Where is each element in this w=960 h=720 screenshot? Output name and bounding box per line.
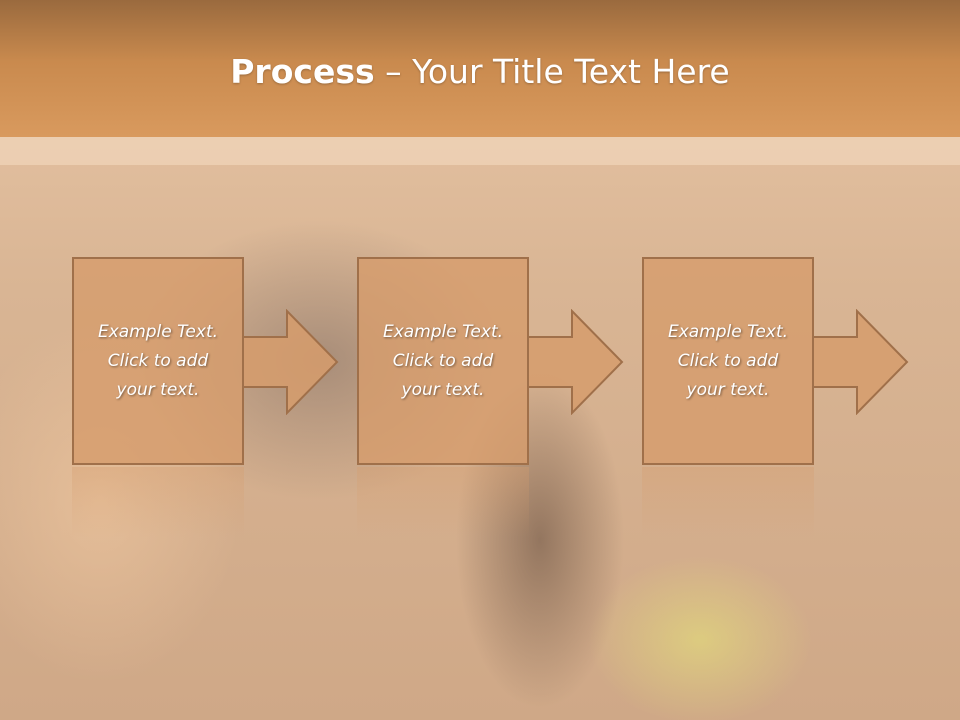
step-line: your text. bbox=[116, 379, 200, 400]
step-reflection-3 bbox=[642, 467, 814, 537]
arrow-right-icon bbox=[528, 309, 624, 415]
step-line: Example Text. bbox=[382, 321, 504, 342]
step-box-3[interactable]: Example Text. Click to add your text. bbox=[642, 257, 814, 465]
header-band bbox=[0, 135, 960, 165]
step-text-3: Example Text. Click to add your text. bbox=[653, 318, 803, 405]
step-text-2: Example Text. Click to add your text. bbox=[368, 318, 518, 405]
step-line: your text. bbox=[686, 379, 770, 400]
step-line: Click to add bbox=[107, 350, 209, 371]
title-rest: – Your Title Text Here bbox=[374, 52, 730, 91]
title-bar bbox=[0, 0, 960, 137]
step-line: Example Text. bbox=[667, 321, 789, 342]
step-text-1: Example Text. Click to add your text. bbox=[83, 318, 233, 405]
step-line: Click to add bbox=[677, 350, 779, 371]
step-line: Click to add bbox=[392, 350, 494, 371]
step-reflection-1 bbox=[72, 467, 244, 537]
step-line: Example Text. bbox=[97, 321, 219, 342]
arrow-right-icon bbox=[243, 309, 339, 415]
slide-title[interactable]: Process – Your Title Text Here bbox=[0, 52, 960, 91]
title-bold: Process bbox=[230, 52, 375, 91]
step-box-2[interactable]: Example Text. Click to add your text. bbox=[357, 257, 529, 465]
arrow-right-icon bbox=[813, 309, 909, 415]
step-box-1[interactable]: Example Text. Click to add your text. bbox=[72, 257, 244, 465]
step-reflection-2 bbox=[357, 467, 529, 537]
step-line: your text. bbox=[401, 379, 485, 400]
